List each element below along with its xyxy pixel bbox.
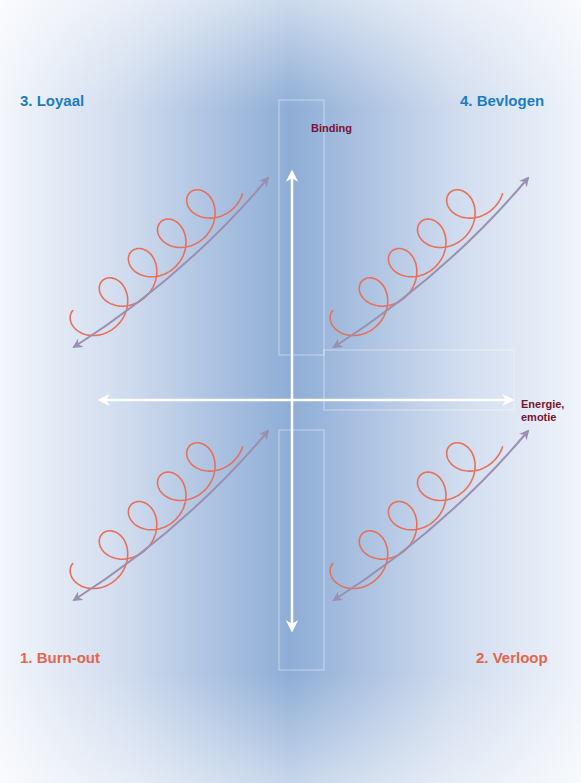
axis-label: Binding [311,122,352,135]
quadrant-label: 4. Bevlogen [460,92,544,109]
quadrant-label: 2. Verloop [476,649,548,666]
cycle-arrow [334,431,528,600]
spiral-coil [330,190,503,336]
spiral-group [70,178,528,600]
quadrant-label: 1. Burn-out [20,649,100,666]
axis-frames [279,100,514,670]
spiral-coil [70,190,243,336]
spiral-coil [330,443,503,589]
horizontal-axis [100,399,512,402]
spiral-coil [70,443,243,589]
cycle-arrow [74,431,268,600]
axis-label: Energie, emotie [521,398,573,423]
cycle-arrow [334,178,528,347]
quadrant-label: 3. Loyaal [20,92,84,109]
cycle-arrow [74,178,268,347]
